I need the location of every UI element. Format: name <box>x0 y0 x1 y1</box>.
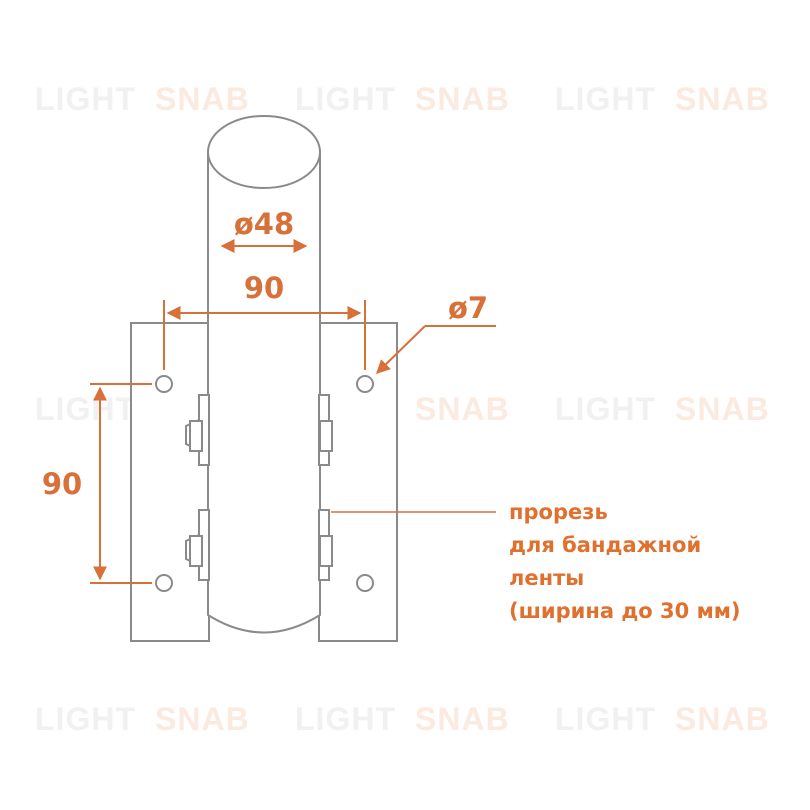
svg-text:SNAB: SNAB <box>415 701 510 737</box>
callout-line-4: (ширина до 30 мм) <box>509 599 741 623</box>
svg-text:LIGHT: LIGHT <box>555 81 656 117</box>
mounting-hole-top-left <box>155 375 173 393</box>
mounting-hole-bottom-right <box>356 574 374 592</box>
callout-line-2: для бандажной <box>509 533 701 557</box>
right-plate <box>318 322 398 642</box>
svg-text:LIGHT: LIGHT <box>35 81 136 117</box>
mounting-hole-bottom-left <box>155 574 173 592</box>
watermark-bottom-right: LIGHT SNAB <box>555 701 770 737</box>
clamp-upper-right <box>318 394 333 466</box>
svg-text:SNAB: SNAB <box>415 391 510 427</box>
watermark-top-right: LIGHT SNAB <box>555 81 770 117</box>
watermark-bottom-center: LIGHT SNAB <box>295 701 510 737</box>
band-slot-callout: прорезь для бандажной ленты (ширина до 3… <box>509 500 741 623</box>
pipe-top-ellipse <box>207 115 321 189</box>
clamp-upper-left <box>185 394 210 466</box>
svg-text:LIGHT: LIGHT <box>295 701 396 737</box>
left-plate <box>130 322 210 642</box>
vertical-spacing-label: 90 <box>42 467 82 501</box>
watermark-top-center: LIGHT SNAB <box>295 81 510 117</box>
watermark-bottom-left: LIGHT SNAB <box>35 701 250 737</box>
pipe-diameter-label: ø48 <box>234 207 294 241</box>
svg-text:SNAB: SNAB <box>675 81 770 117</box>
svg-text:LIGHT: LIGHT <box>555 391 656 427</box>
callout-line-3: ленты <box>509 566 584 590</box>
clamp-lower-right <box>318 509 333 581</box>
watermark-mid-right: LIGHT SNAB <box>555 391 770 427</box>
svg-text:SNAB: SNAB <box>675 701 770 737</box>
clamp-lower-left <box>185 509 210 581</box>
horizontal-spacing-label: 90 <box>244 271 284 305</box>
pipe-body <box>207 152 321 634</box>
svg-text:LIGHT: LIGHT <box>295 81 396 117</box>
svg-text:LIGHT: LIGHT <box>555 701 656 737</box>
hole-diameter-label: ø7 <box>448 291 488 325</box>
watermark-top-left: LIGHT SNAB <box>35 81 250 117</box>
svg-text:SNAB: SNAB <box>155 81 250 117</box>
callout-line-1: прорезь <box>509 500 608 524</box>
hole-diameter-arrow <box>375 325 426 374</box>
svg-text:SNAB: SNAB <box>415 81 510 117</box>
svg-text:SNAB: SNAB <box>675 391 770 427</box>
svg-text:LIGHT: LIGHT <box>35 391 136 427</box>
svg-text:SNAB: SNAB <box>155 701 250 737</box>
mounting-hole-top-right <box>356 375 374 393</box>
svg-text:LIGHT: LIGHT <box>35 701 136 737</box>
